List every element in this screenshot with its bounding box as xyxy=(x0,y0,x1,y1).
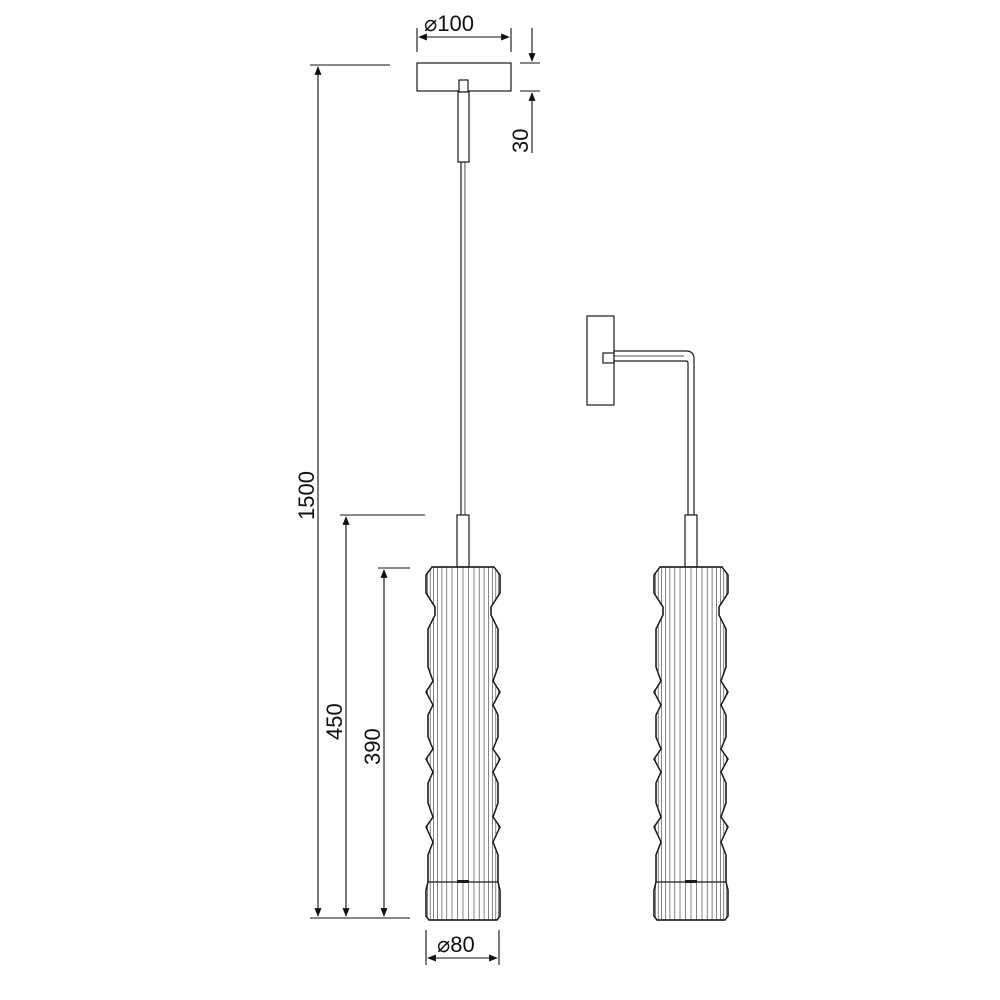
lamp-socket xyxy=(457,880,469,883)
wall-fitting xyxy=(602,352,615,364)
shade-outline xyxy=(653,566,729,921)
dim-lamp-label: 450 xyxy=(322,703,347,740)
wall-view xyxy=(586,315,729,921)
dimension-lines: ⌀100 30 1500 450 390 ⌀80 xyxy=(294,11,540,965)
wall-lamp-shade xyxy=(653,566,729,921)
upper-tube xyxy=(457,91,470,163)
lamp-socket xyxy=(685,880,697,883)
canopy-fitting xyxy=(458,79,469,93)
lamp-shade xyxy=(425,566,501,921)
dim-shade-diameter-label: ⌀80 xyxy=(437,932,475,957)
dim-canopy-height-label: 30 xyxy=(508,129,533,153)
lower-tube xyxy=(456,514,470,568)
wall-lower-tube xyxy=(684,514,698,568)
shade-outline xyxy=(425,566,501,921)
shade-ribs xyxy=(655,567,727,920)
dim-canopy-diameter-label: ⌀100 xyxy=(424,11,474,36)
dim-shade-label: 390 xyxy=(360,728,385,765)
dim-overall-label: 1500 xyxy=(294,471,319,520)
wall-arm xyxy=(613,350,695,516)
pendant-view xyxy=(416,62,512,921)
